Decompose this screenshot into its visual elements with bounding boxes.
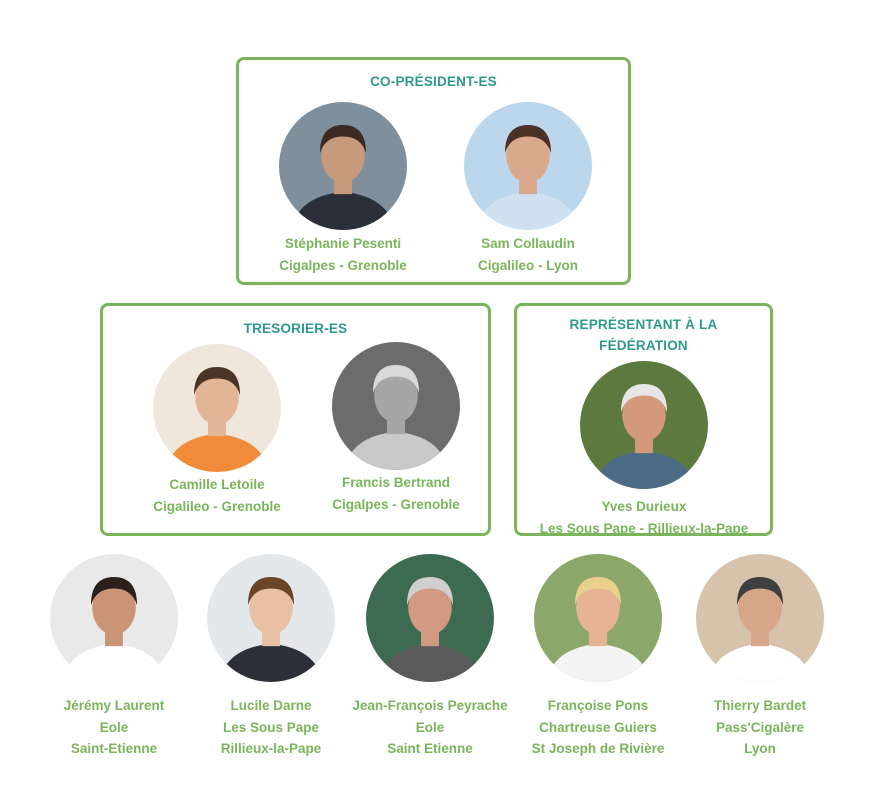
portrait-photo [207,554,335,682]
person-organization: Les Sous Pape - Rillieux-la-Pape [534,518,754,540]
portrait-photo [464,102,592,230]
portrait-photo [696,554,824,682]
member-card: Thierry Bardet Pass'Cigalère Lyon [650,554,870,760]
person-card: Sam Collaudin Cigalileo - Lyon [418,102,638,276]
portrait-photo [580,361,708,489]
copresidents-title: CO-PRÉSIDENT-ES [239,71,628,92]
portrait-photo [153,344,281,472]
person-name: Francis Bertrand [286,472,506,494]
portrait-photo [366,554,494,682]
person-organization: Cigalileo - Lyon [418,255,638,277]
person-name: Sam Collaudin [418,233,638,255]
member-city: Lyon [650,738,870,760]
member-name: Thierry Bardet [650,695,870,717]
copresidents-group: CO-PRÉSIDENT-ES Stéphanie Pesenti Cigalp… [236,57,631,285]
person-card: Yves Durieux Les Sous Pape - Rillieux-la… [534,361,754,539]
portrait-photo [534,554,662,682]
federation-title-line1: REPRÉSENTANT À LA [517,314,770,335]
tresoriers-group: TRESORIER-ES Camille Letoile Cigalileo -… [100,303,491,536]
person-organization: Cigalpes - Grenoble [286,494,506,516]
portrait-photo [332,342,460,470]
person-card: Francis Bertrand Cigalpes - Grenoble [286,342,506,515]
federation-group: REPRÉSENTANT À LA FÉDÉRATION Yves Durieu… [514,303,773,536]
member-association: Pass'Cigalère [650,717,870,739]
portrait-photo [279,102,407,230]
federation-title-line2: FÉDÉRATION [517,335,770,356]
person-name: Yves Durieux [534,496,754,518]
tresoriers-title: TRESORIER-ES [103,318,488,339]
portrait-photo [50,554,178,682]
